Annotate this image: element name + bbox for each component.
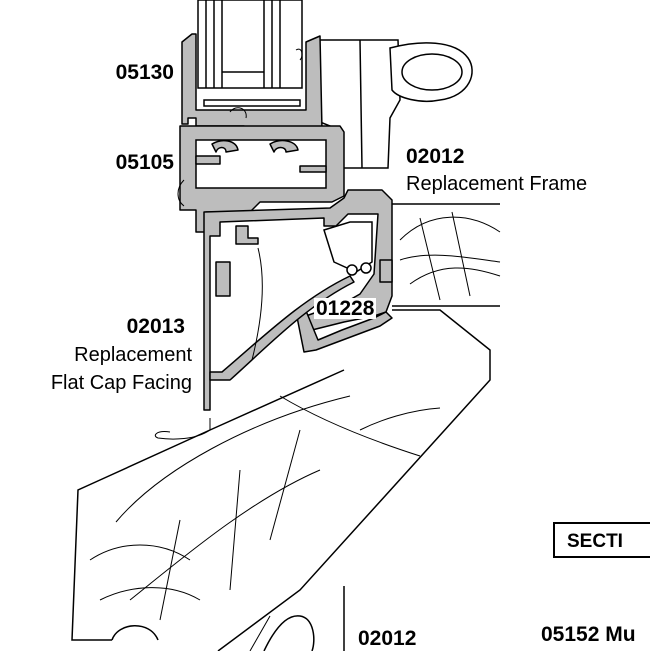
glass-unit [197, 0, 303, 89]
label-05105: 05105 [115, 151, 174, 174]
label-05152: 05152 Mu [541, 623, 636, 646]
label-replacement-frame: Replacement Frame [406, 173, 588, 195]
label-05130: 05130 [115, 61, 174, 84]
label-02012: 02012 [406, 145, 465, 168]
lower-detail-fragment [263, 615, 315, 651]
section-label: SECTI [567, 531, 623, 552]
handle-lock [317, 39, 473, 169]
clip-01228 [295, 305, 393, 353]
label-02012-bottom: 02012 [358, 627, 417, 650]
label-replacement: Replacement [74, 344, 192, 366]
flat-cap-facing-02013 [209, 275, 355, 381]
section-label-box: SECTI [553, 522, 650, 558]
label-01228: 01228 [314, 297, 377, 320]
wall-section [71, 203, 501, 651]
label-02013: 02013 [126, 315, 185, 338]
label-flat-cap-facing: Flat Cap Facing [50, 372, 192, 394]
